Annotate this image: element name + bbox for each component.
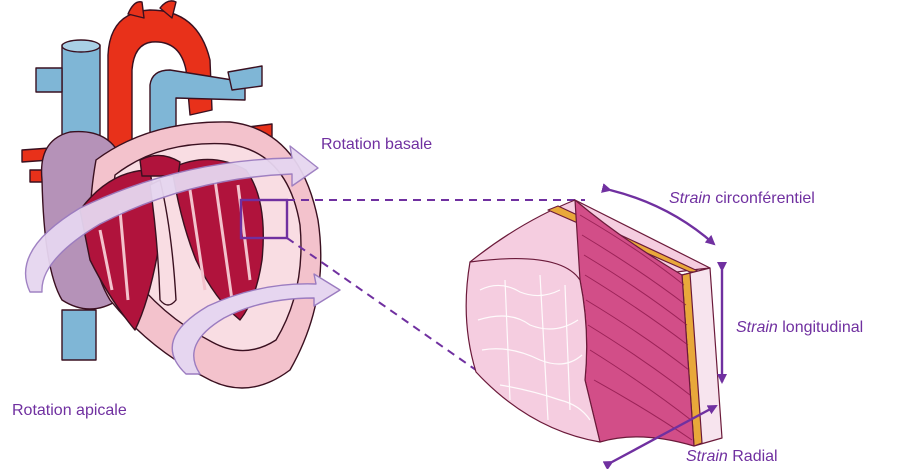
strain-word: Strain (669, 190, 711, 207)
strain-type: Radial (732, 448, 777, 465)
rotation-basale-label: Rotation basale (321, 136, 432, 154)
rotation-apicale-label: Rotation apicale (12, 402, 127, 420)
strain-type: circonférentiel (715, 190, 815, 207)
strain-circonferentiel-label: Strain circonférentiel (669, 190, 815, 208)
strain-type: longitudinal (782, 319, 863, 336)
strain-word: Strain (686, 448, 728, 465)
strain-radial-label: Strain Radial (686, 448, 778, 466)
myocardial-tissue-block (466, 200, 722, 446)
strain-longitudinal-label: Strain longitudinal (736, 319, 863, 337)
strain-word: Strain (736, 319, 778, 336)
